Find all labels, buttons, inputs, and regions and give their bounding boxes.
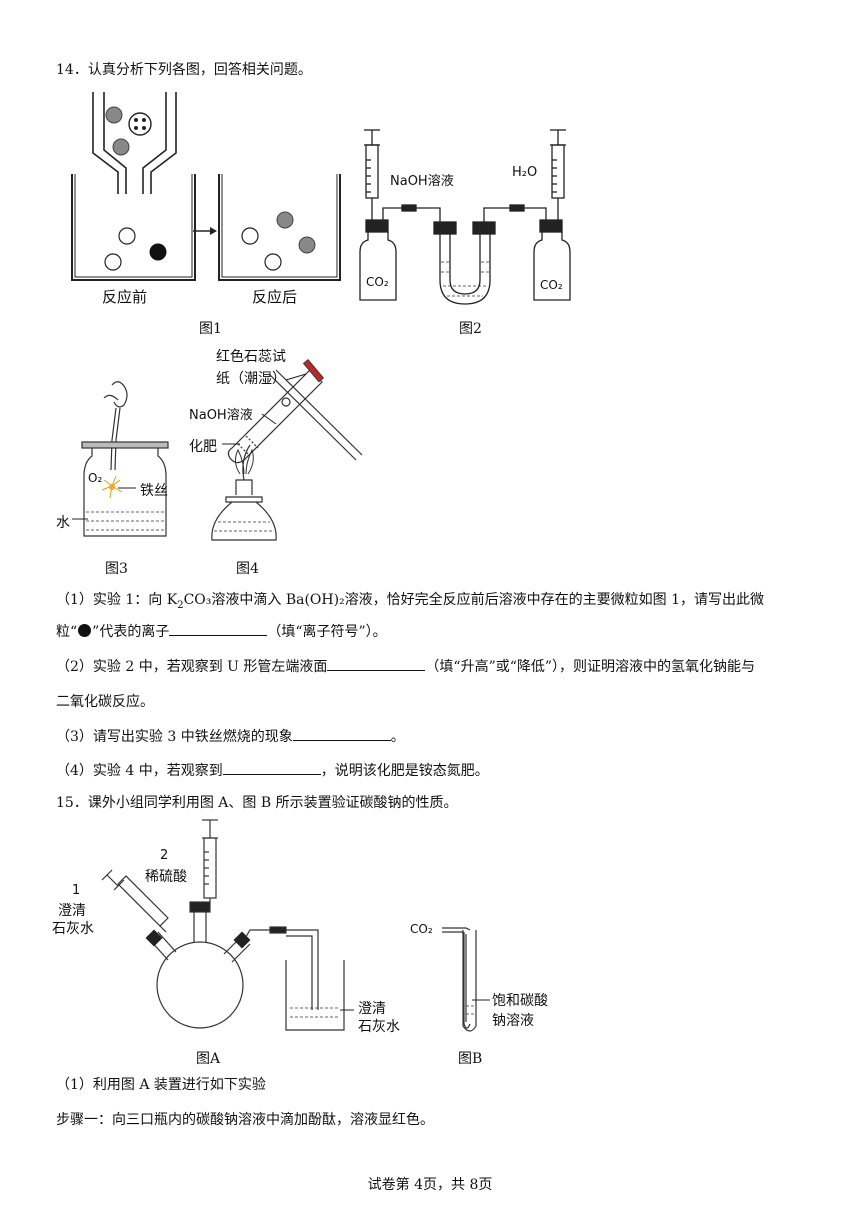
black-particle-icon [78,624,92,637]
q15-part1: （1）利用图 A 装置进行如下实验 [56,1077,266,1093]
fig4-litmus-line1: 红色石蕊试 [216,349,286,365]
figA-lime1-line1: 澄清 [58,903,86,919]
fig1-label-before: 反应前 [102,288,148,306]
fig1-label-after: 反应后 [252,288,298,306]
q14-part3: （3）请写出实验 3 中铁丝燃烧的现象。 [56,726,405,747]
q14-part2-line2: 二氧化碳反应。 [56,694,154,710]
q14-part4: （4）实验 4 中，若观察到，说明该化肥是铵态氮肥。 [56,760,489,781]
answer-blank-3[interactable] [292,726,391,741]
figA-num1: 1 [72,883,81,898]
answer-blank-1[interactable] [169,621,268,636]
fig3-caption: 图3 [105,561,128,577]
fig2-h2o-label: H₂O [512,165,538,180]
fig2-naoh-label: NaOH溶液 [390,174,454,189]
figB-solution-line1: 饱和碳酸 [492,993,548,1009]
q14-part1-line1: （1）实验 1：向 K2CO₃溶液中滴入 Ba(OH)₂溶液，恰好完全反应前后溶… [56,592,765,611]
figB-solution-line2: 钠溶液 [492,1013,534,1029]
figA-lime2-line2: 石灰水 [358,1019,400,1035]
figA-acid-label: 稀硫酸 [145,869,187,885]
fig3-o2-label: O₂ [88,471,103,485]
fig4-litmus-line2: 纸（潮湿） [216,371,286,387]
answer-blank-4[interactable] [222,760,321,775]
fig2-co2-right: CO₂ [540,278,563,292]
figB-caption: 图B [458,1051,483,1067]
figB-co2-label: CO₂ [410,922,433,936]
q14-part2-line1: （2）实验 2 中，若观察到 U 形管左端液面（填“升高”或“降低”），则证明溶… [56,656,755,677]
fig2-caption: 图2 [459,321,482,337]
fig4-naoh-label: NaOH溶液 [189,408,253,423]
page-footer: 试卷第 4页，共 8页 [367,1177,493,1193]
figA-num2: 2 [160,848,169,863]
q14-part1-line2: 粒“”代表的离子（填“离子符号”）。 [56,621,387,642]
fig4-fertilizer-label: 化肥 [189,439,217,455]
q15-step1: 步骤一：向三口瓶内的碳酸钠溶液中滴加酚酞，溶液显红色。 [56,1112,434,1128]
fig3-iron-label: 铁丝 [140,483,168,499]
figA-caption: 图A [196,1051,221,1067]
q15-stem: 15．课外小组同学利用图 A、图 B 所示装置验证碳酸钠的性质。 [56,795,458,811]
fig2-co2-left: CO₂ [366,275,389,289]
answer-blank-2[interactable] [327,656,426,671]
q14-stem: 14．认真分析下列各图，回答相关问题。 [56,62,312,78]
fig3-water-label: 水 [56,515,70,531]
fig1-caption: 图1 [199,321,222,337]
figA-lime2-line1: 澄清 [358,1001,386,1017]
fig4-caption: 图4 [236,561,259,577]
figA-lime1-line2: 石灰水 [52,921,94,937]
